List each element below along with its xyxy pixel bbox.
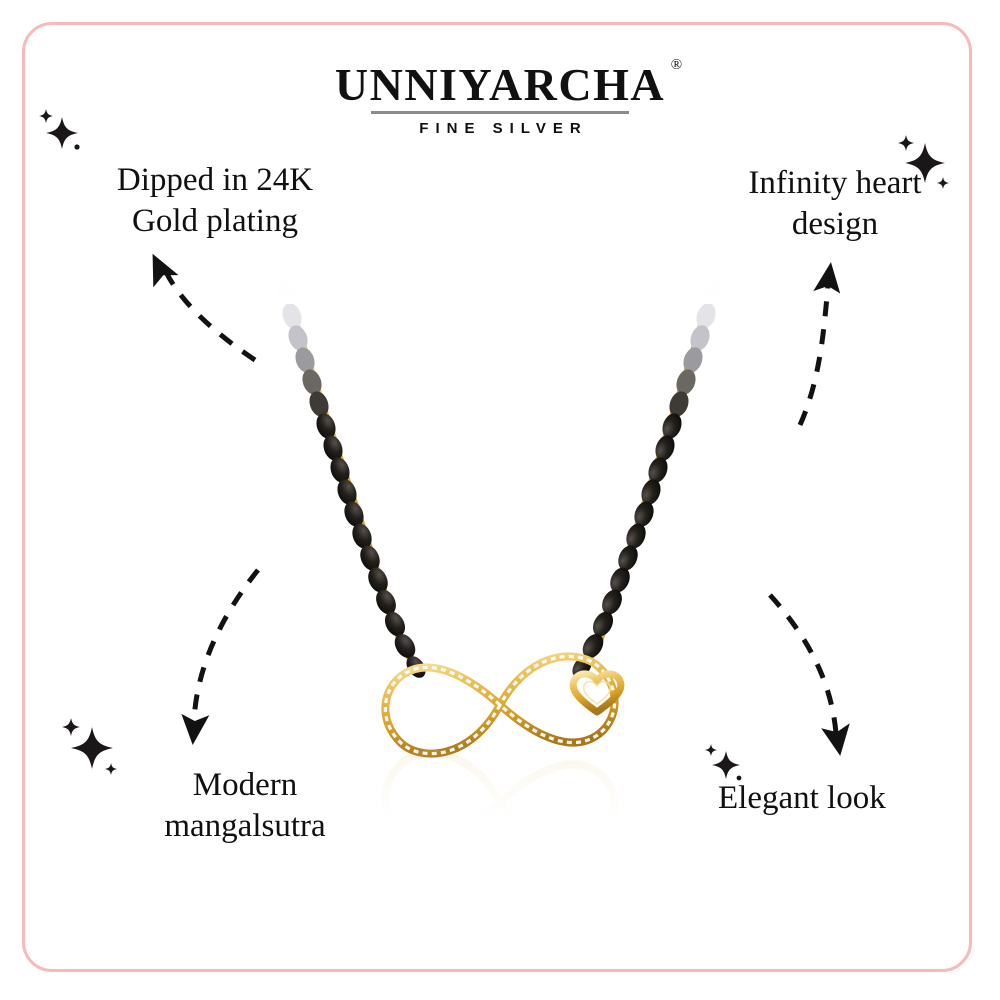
arrow-path-gold-plating: [163, 270, 257, 363]
arrow-heads: [152, 253, 850, 756]
registered-trademark-icon: ®: [670, 57, 683, 73]
brand-name-text: UNNIYARCHA: [334, 59, 666, 110]
feature-label-gold-plating: Dipped in 24K Gold plating: [116, 162, 314, 239]
feature-label-elegant-look: Elegant look: [718, 780, 886, 816]
arrowhead-gold-plating: [152, 253, 179, 288]
sparkle-top-left: [39, 109, 80, 150]
sparkle-bottom-right: [705, 744, 742, 781]
sparkle-bottom-left: [62, 718, 117, 775]
arrow-path-elegant: [768, 593, 839, 734]
feature-label-infinity-heart: Infinity heart design: [748, 165, 922, 242]
brand-tagline: FINE SILVER: [419, 120, 588, 137]
arrowhead-modern: [181, 713, 210, 745]
arrowhead-elegant: [821, 723, 850, 756]
brand-wordmark: UNNIYARCHA®: [334, 58, 682, 110]
feature-label-modern-mangalsutra: Modern mangalsutra: [164, 767, 326, 844]
heart-charm: [569, 670, 625, 716]
chain-beads-left: [276, 281, 426, 678]
infinity-pendant: [381, 652, 619, 758]
brand-divider-rule: [371, 111, 629, 114]
arrowhead-infinity-heart: [813, 262, 841, 294]
brand-logo: UNNIYARCHA® FINE SILVER: [0, 58, 1000, 138]
arrow-path-modern: [191, 568, 260, 723]
pendant-reflection: [381, 749, 619, 855]
